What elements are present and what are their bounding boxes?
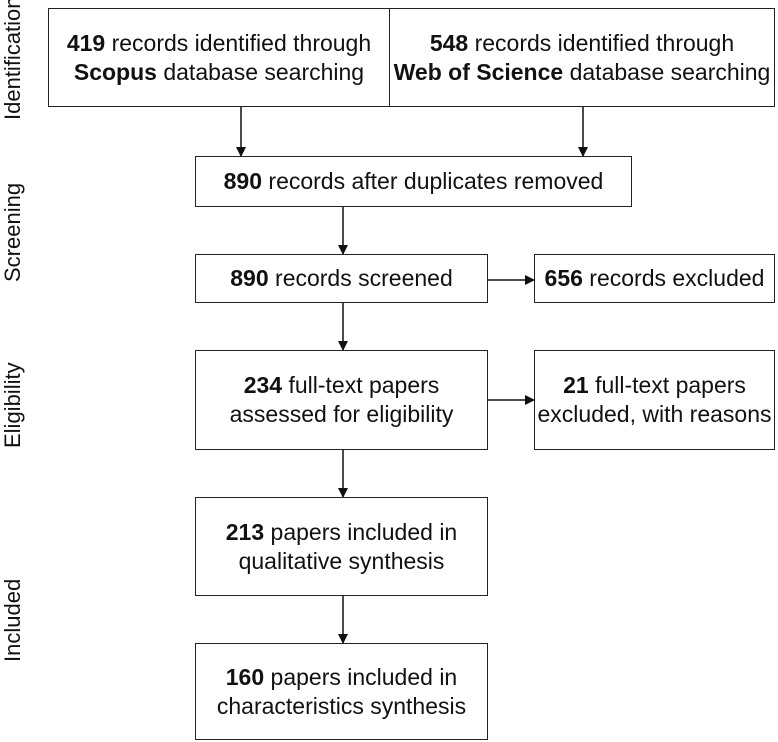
- wos-text1: records identified through: [474, 29, 735, 56]
- characteristics-count: 160: [225, 663, 265, 690]
- qualitative-text1: papers included in: [270, 518, 458, 545]
- characteristics-line1: 160 papers included in: [226, 663, 457, 692]
- box-records-after-dedup: 890 records after duplicates removed: [195, 156, 632, 207]
- box-records-excluded: 656 records excluded: [534, 254, 775, 303]
- fulltext-line1: 234 full-text papers: [244, 371, 440, 400]
- dedup-line: 890 records after duplicates removed: [224, 167, 604, 196]
- fulltext-excluded-count: 21: [563, 372, 589, 398]
- fulltext-excluded-text1: full-text papers: [595, 372, 746, 398]
- box-fulltext-excluded: 21 full-text papers excluded, with reaso…: [534, 350, 775, 450]
- characteristics-line2: characteristics synthesis: [216, 692, 467, 719]
- screened-line: 890 records screened: [230, 264, 452, 293]
- wos-source: Web of Science: [393, 58, 564, 85]
- box-scopus-line2: Scopus database searching: [74, 58, 364, 87]
- scopus-text2: database searching: [163, 58, 365, 85]
- box-scopus-records: 419 records identified through Scopus da…: [48, 8, 390, 107]
- fulltext-line2: assessed for eligibility: [229, 401, 454, 427]
- wos-count: 548: [429, 29, 469, 56]
- excluded-line: 656 records excluded: [545, 264, 765, 293]
- qualitative-count: 213: [225, 518, 265, 545]
- fulltext-text1: full-text papers: [288, 372, 440, 398]
- scopus-text1: records identified through: [111, 29, 372, 56]
- box-wos-records: 548 records identified through Web of Sc…: [389, 8, 775, 107]
- wos-text2: database searching: [569, 58, 771, 85]
- box-fulltext-assessed: 234 full-text papers assessed for eligib…: [195, 350, 488, 450]
- excluded-text: records excluded: [589, 265, 765, 291]
- characteristics-text1: papers included in: [270, 663, 458, 690]
- box-characteristics-synthesis: 160 papers included in characteristics s…: [195, 643, 488, 740]
- screened-text: records screened: [275, 265, 453, 291]
- box-qualitative-synthesis: 213 papers included in qualitative synth…: [195, 497, 488, 596]
- box-wos-line1: 548 records identified through: [430, 29, 734, 58]
- dedup-text: records after duplicates removed: [268, 168, 604, 194]
- qualitative-line2: qualitative synthesis: [238, 547, 445, 574]
- fulltext-excluded-line1: 21 full-text papers: [563, 371, 746, 400]
- box-records-screened: 890 records screened: [195, 254, 488, 303]
- screened-count: 890: [230, 265, 269, 291]
- fulltext-excluded-line2: excluded, with reasons: [537, 401, 772, 427]
- box-wos-line2: Web of Science database searching: [394, 58, 771, 87]
- dedup-count: 890: [223, 168, 263, 194]
- excluded-count: 656: [544, 265, 583, 291]
- scopus-source: Scopus: [73, 58, 157, 85]
- box-scopus-line1: 419 records identified through: [67, 29, 371, 58]
- fulltext-count: 234: [243, 372, 283, 398]
- qualitative-line1: 213 papers included in: [226, 518, 457, 547]
- scopus-count: 419: [66, 29, 106, 56]
